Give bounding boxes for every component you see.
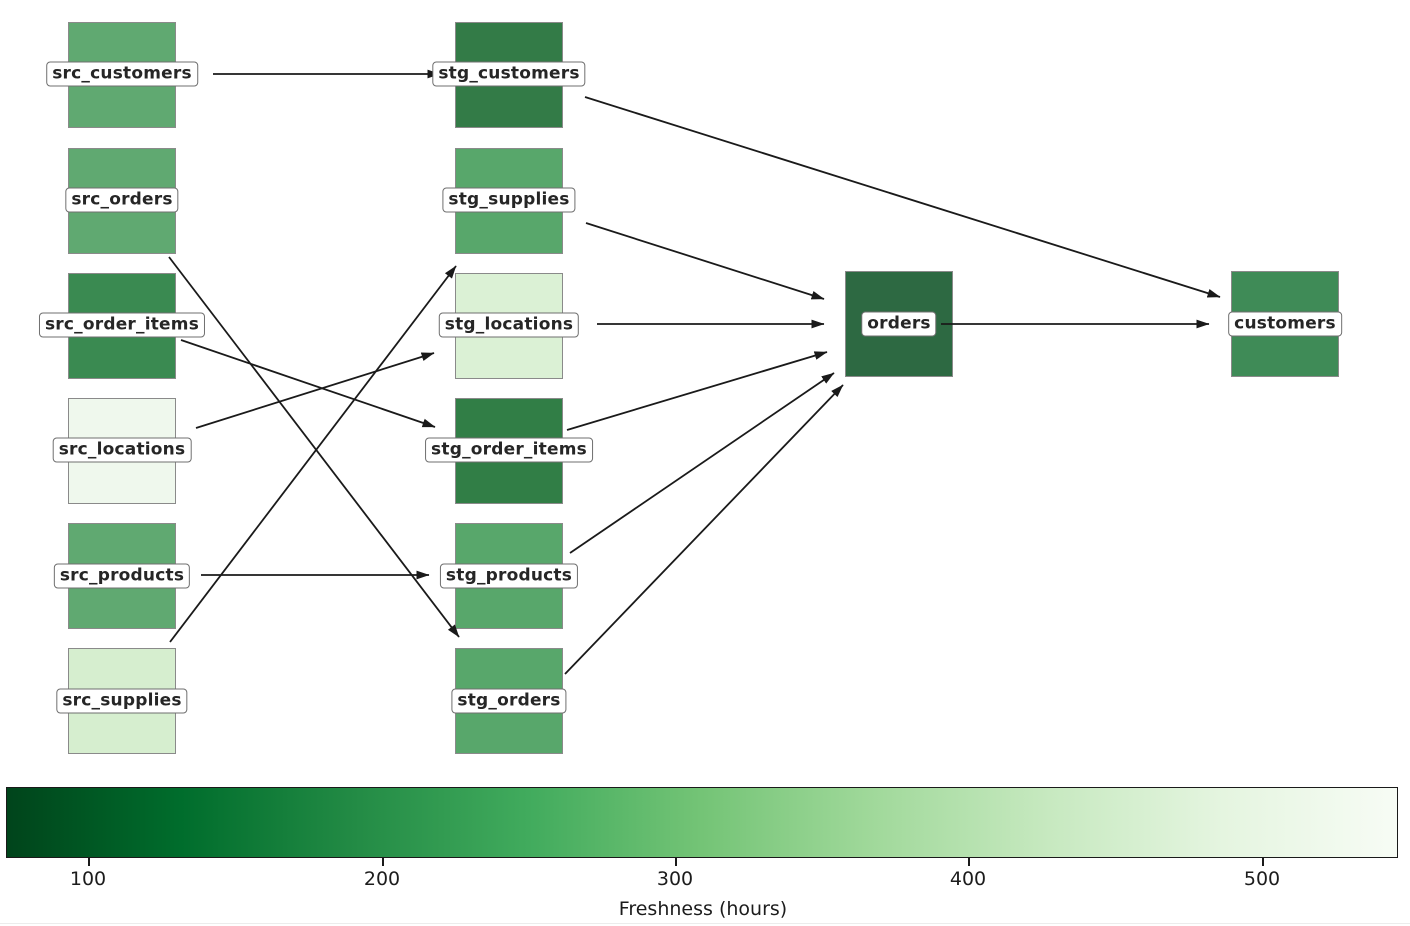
- figure-bottom-border: [0, 923, 1410, 924]
- colorbar-tick-100: [88, 858, 90, 866]
- colorbar-tick-200: [382, 858, 384, 866]
- edge-src_order_items-stg_order_items: [180, 339, 436, 428]
- node-label-stg-locations: stg_locations: [438, 312, 580, 338]
- colorbar-tick-label: 400: [949, 868, 987, 890]
- node-label-stg-supplies: stg_supplies: [442, 187, 576, 213]
- node-label-customers: customers: [1228, 311, 1342, 337]
- edge-src_orders-stg_orders: [168, 256, 460, 638]
- colorbar-tick-label: 300: [656, 868, 694, 890]
- colorbar-axis-label: Freshness (hours): [618, 898, 788, 920]
- node-label-src-locations: src_locations: [52, 437, 192, 463]
- node-label-stg-order-items: stg_order_items: [425, 437, 593, 463]
- node-label-src-products: src_products: [53, 563, 191, 589]
- edge-stg_customers-customers: [584, 96, 1221, 298]
- node-label-src-orders: src_orders: [65, 187, 179, 213]
- node-label-orders: orders: [861, 311, 937, 337]
- node-label-src-customers: src_customers: [46, 61, 198, 87]
- freshness-colorbar: [6, 787, 1398, 858]
- colorbar-tick-label: 100: [69, 868, 107, 890]
- edge-stg_order_items-orders: [566, 351, 828, 431]
- colorbar-tick-label: 200: [363, 868, 401, 890]
- colorbar-tick-label: 500: [1243, 868, 1281, 890]
- colorbar-tick-400: [968, 858, 970, 866]
- edge-stg_orders-orders: [564, 384, 844, 675]
- node-label-stg-orders: stg_orders: [451, 688, 567, 714]
- edge-stg_supplies-orders: [585, 222, 825, 300]
- node-label-stg-customers: stg_customers: [432, 61, 586, 87]
- node-label-src-order-items: src_order_items: [38, 312, 206, 338]
- edge-src_locations-stg_locations: [195, 352, 435, 429]
- edge-layer: [168, 69, 1221, 675]
- colorbar-tick-300: [675, 858, 677, 866]
- edge-stg_products-orders: [569, 372, 835, 554]
- colorbar-tick-500: [1262, 858, 1264, 866]
- node-label-stg-products: stg_products: [439, 563, 579, 589]
- node-label-src-supplies: src_supplies: [56, 688, 188, 714]
- edge-src_supplies-stg_supplies: [169, 265, 457, 643]
